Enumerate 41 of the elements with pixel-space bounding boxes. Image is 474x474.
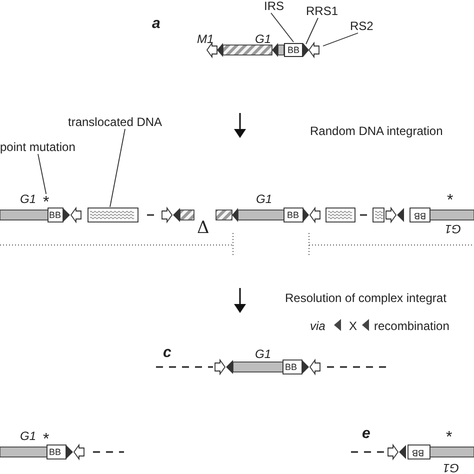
element-label: BB	[412, 448, 424, 457]
process-label: Resolution of complex integrat	[285, 292, 446, 304]
callout-label: point mutation	[0, 141, 76, 153]
element-box: BB	[284, 43, 303, 57]
process-label: X	[349, 320, 358, 332]
open-arrow-symbol	[308, 42, 320, 58]
callout-label: translocated DNA	[68, 116, 162, 128]
gene-label: G1	[255, 348, 272, 360]
panel-letter: c	[163, 345, 172, 360]
deletion-symbol: Δ	[197, 220, 210, 237]
gene-label: G1	[443, 462, 460, 474]
callout-label: IRS	[264, 0, 284, 12]
leader-line	[270, 12, 294, 42]
gene-label: G1	[20, 430, 36, 442]
panel-letter: a	[152, 16, 160, 31]
leader-line	[306, 18, 318, 44]
leader-line	[38, 154, 47, 194]
callout-label: RS2	[350, 20, 374, 32]
leader-line	[110, 128, 126, 208]
leader-line	[322, 32, 358, 46]
element-label: BB	[49, 448, 62, 457]
element-label: BB	[285, 363, 298, 372]
mutation-mark: *	[447, 193, 454, 209]
recombination-site-triangle	[303, 43, 309, 57]
gene-label: G1	[445, 223, 462, 235]
element-label: BB	[287, 211, 300, 220]
panel-letter: e	[362, 426, 370, 441]
wavy-dna-box	[88, 208, 138, 222]
process-label: via	[310, 320, 326, 332]
element-label: BB	[414, 211, 426, 220]
callout-label: RRS1	[306, 5, 338, 17]
element-label: BB	[49, 211, 62, 220]
gene-label: M1	[197, 33, 214, 45]
gene-label: G1	[256, 193, 272, 205]
mutation-mark: *	[446, 430, 452, 446]
process-label: recombination	[374, 320, 450, 332]
gene-label: G1	[20, 193, 36, 205]
process-label: Random DNA integration	[310, 125, 443, 137]
mutation-mark: *	[43, 432, 50, 448]
gene-label: G1	[255, 33, 272, 45]
mutation-mark: *	[43, 195, 50, 211]
